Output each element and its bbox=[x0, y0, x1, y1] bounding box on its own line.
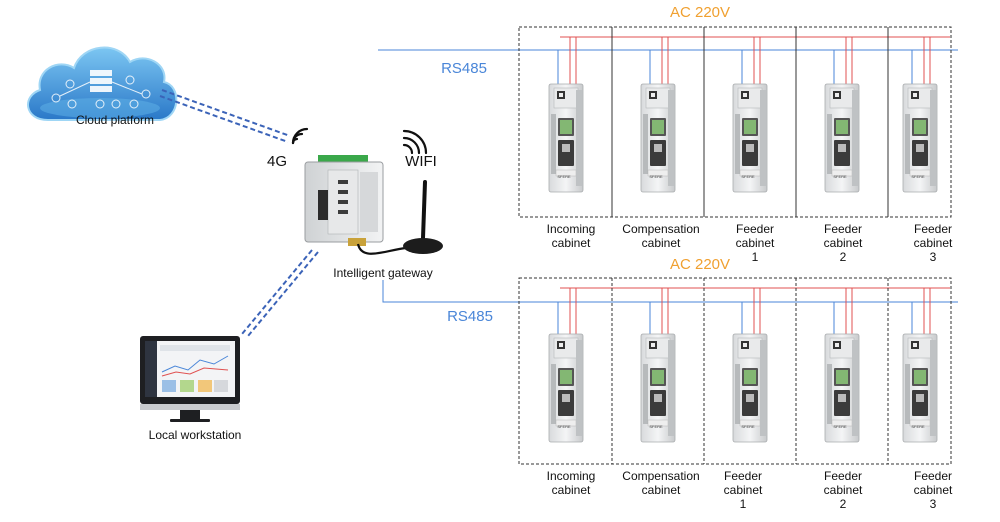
signal-4g-icon bbox=[291, 127, 309, 145]
local-link bbox=[241, 249, 319, 337]
cloud-link bbox=[159, 89, 291, 143]
workstation-monitor-icon bbox=[140, 336, 240, 422]
group-1-bus-label: AC 220V bbox=[669, 4, 731, 21]
group-2-cabinet-label: Compensation cabinet bbox=[622, 469, 700, 497]
group-1-cabinet-label: Feeder cabinet 3 bbox=[913, 222, 953, 264]
server-icon bbox=[90, 70, 112, 92]
group-2-cabinet-label: Incoming cabinet bbox=[546, 469, 596, 497]
cloud-icon bbox=[27, 46, 178, 121]
group-1-cabinet-label: Incoming cabinet bbox=[546, 222, 596, 250]
wifi-label: WIFI bbox=[405, 153, 437, 170]
meter-brand-text: SFERE bbox=[911, 174, 925, 179]
group-1-cabinet-label: Compensation cabinet bbox=[622, 222, 700, 250]
group-1-rs485-label: RS485 bbox=[441, 60, 487, 77]
group-2-cabinet-label: Feeder cabinet 3 bbox=[913, 469, 953, 511]
antenna bbox=[356, 180, 443, 255]
intelligent-gateway-label: Intelligent gateway bbox=[333, 266, 433, 280]
meter-brand-text: SFERE bbox=[557, 424, 571, 429]
group-1-cabinet-label: Feeder cabinet 2 bbox=[823, 222, 863, 264]
group-2-box bbox=[518, 277, 952, 465]
intelligent-gateway-device bbox=[304, 155, 384, 246]
meter-brand-text: SFERE bbox=[911, 424, 925, 429]
group-1-cabinet-label: Feeder cabinet 1 bbox=[735, 222, 775, 264]
cloud-platform-label: Cloud platform bbox=[75, 113, 155, 127]
meter-brand-text: SFERE bbox=[557, 174, 571, 179]
meter-brand-text: SFERE bbox=[649, 424, 663, 429]
group-2-rs485-label: RS485 bbox=[447, 308, 493, 325]
meter-brand-text: SFERE bbox=[833, 424, 847, 429]
group-2-bus-label: AC 220V bbox=[669, 256, 731, 273]
4g-label: 4G bbox=[266, 153, 287, 170]
meter-brand-text: SFERE bbox=[741, 174, 755, 179]
meter-brand-text: SFERE bbox=[741, 424, 755, 429]
group-1-box bbox=[518, 26, 952, 218]
meter-brand-text: SFERE bbox=[833, 174, 847, 179]
local-workstation-label: Local workstation bbox=[148, 428, 242, 442]
group-2-cabinet-label: Feeder cabinet 2 bbox=[823, 469, 863, 511]
wifi-icon bbox=[402, 129, 428, 155]
meter-brand-text: SFERE bbox=[649, 174, 663, 179]
group-2-wiring bbox=[382, 280, 958, 303]
group-2-cabinet-label: Feeder cabinet 1 bbox=[723, 469, 763, 511]
